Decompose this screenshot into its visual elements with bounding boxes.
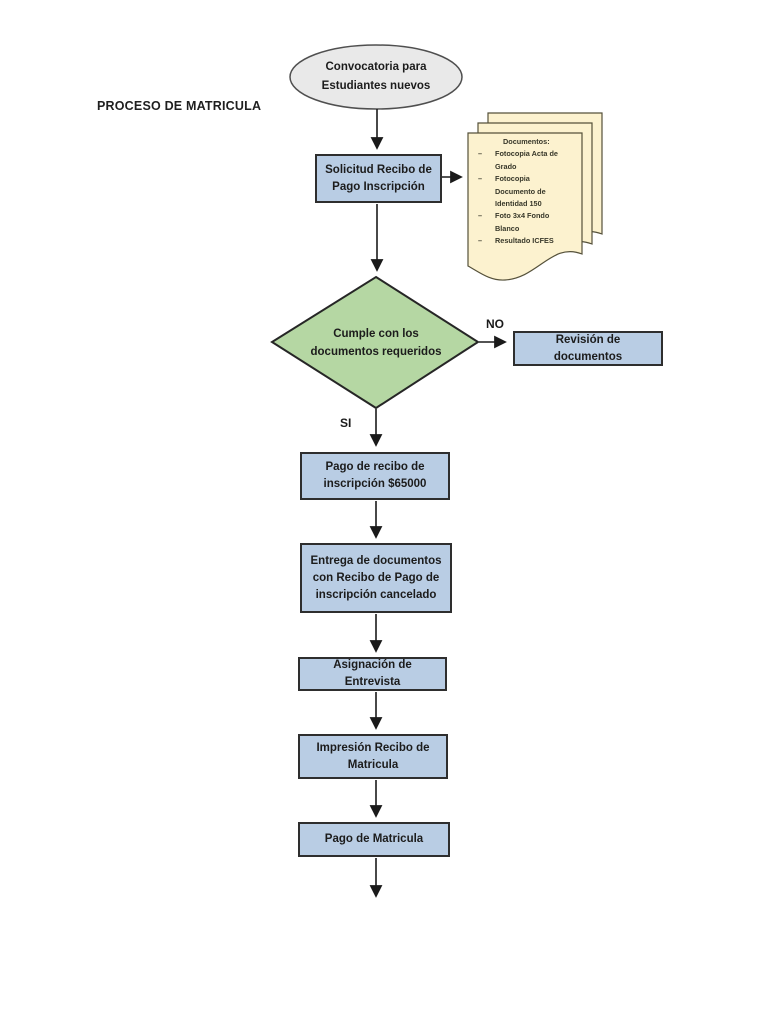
process-node-revision: Revisión de documentos (513, 331, 663, 366)
decision-diamond-shape (270, 275, 480, 410)
dash-bullet: – (478, 236, 483, 246)
connectors-group (369, 109, 507, 898)
document-note-heading: Documentos: (503, 137, 550, 146)
document-stack-shape (467, 112, 603, 281)
process-node-pago-recibo: Pago de recibo de inscripción $65000 (300, 452, 450, 500)
document-note-item: – Fotocopia Acta de Grado (470, 148, 576, 173)
process-node-impresion: Impresión Recibo de Matricula (298, 734, 448, 779)
branch-label-no: NO (486, 317, 504, 331)
document-note: Documentos: – Fotocopia Acta de Grado – … (470, 136, 576, 248)
start-terminator-label: Convocatoria para Estudiantes nuevos (321, 61, 431, 92)
document-page-front-shape (467, 132, 583, 281)
dash-bullet: – (478, 211, 483, 221)
start-terminator-shape (289, 44, 463, 110)
dash-bullet: – (478, 149, 483, 159)
process-node-entrega: Entrega de documentos con Recibo de Pago… (300, 543, 452, 613)
process-node-asignacion: Asignación de Entrevista (298, 657, 447, 691)
process-node-pago-matricula: Pago de Matricula (298, 822, 450, 857)
document-note-item: – Resultado ICFES (470, 235, 576, 247)
dash-bullet: – (478, 174, 483, 184)
page-title: PROCESO DE MATRICULA (97, 99, 262, 113)
document-note-item: – Fotocopia Documento de Identidad 150 (470, 173, 576, 210)
process-node-solicitud: Solicitud Recibo de Pago Inscripción (315, 154, 442, 203)
decision-label: Cumple con los documentos requeridos (310, 328, 442, 358)
document-note-item: – Foto 3x4 Fondo Blanco (470, 210, 576, 235)
branch-label-si: SI (340, 416, 352, 430)
